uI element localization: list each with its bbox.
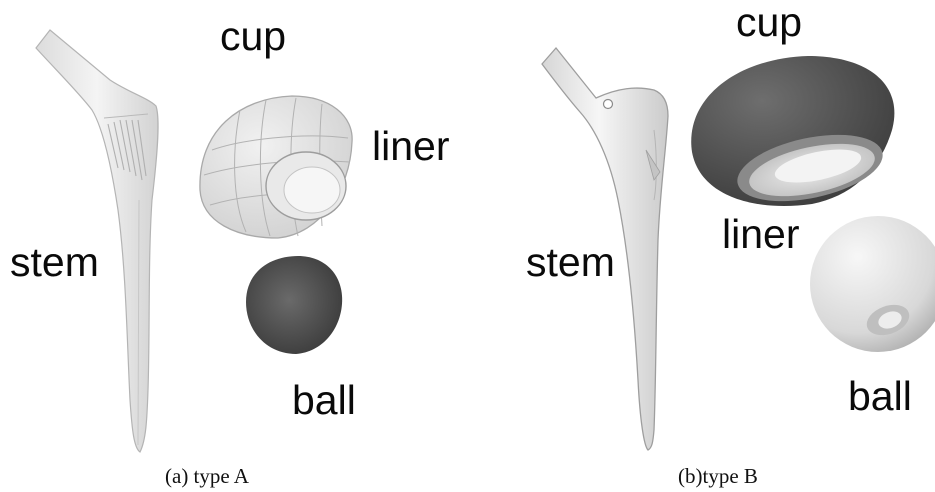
ball-b xyxy=(810,216,935,352)
label-stem: stem xyxy=(526,242,615,283)
caption-b: (b)type B xyxy=(678,466,758,487)
label-ball: ball xyxy=(848,376,912,417)
label-cup: cup xyxy=(736,2,802,43)
label-ball: ball xyxy=(292,380,356,421)
caption-a: (a) type A xyxy=(165,466,249,487)
ball-a xyxy=(246,256,342,354)
panel-type-b: cup liner stem ball (b)type B xyxy=(468,0,935,492)
label-stem: stem xyxy=(10,242,99,283)
cup-a xyxy=(200,96,352,238)
panel-type-a: cup liner stem ball (a) type A xyxy=(0,0,468,492)
cup-b xyxy=(691,56,894,213)
label-liner: liner xyxy=(372,126,449,167)
label-cup: cup xyxy=(220,16,286,57)
label-liner: liner xyxy=(722,214,799,255)
